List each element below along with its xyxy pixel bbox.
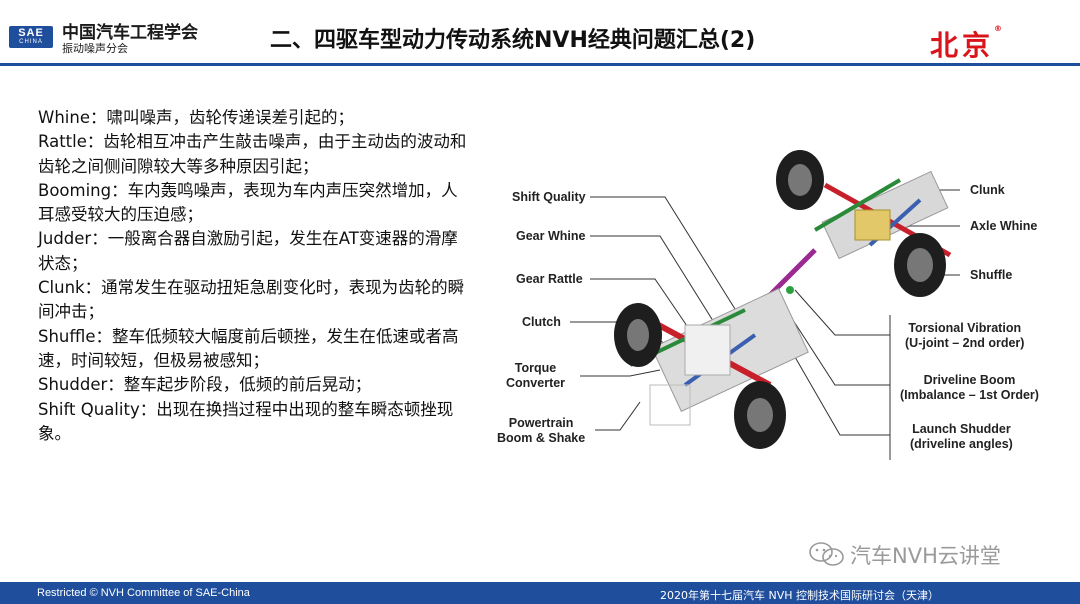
desc-whine: Whine：啸叫噪声，齿轮传递误差引起的； [38, 108, 354, 127]
drivetrain-nvh-diagram: Shift Quality Gear Whine Gear Rattle Clu… [480, 140, 1080, 480]
footer-conference: 2020年第十七届汽车 NVH 控制技术国际研讨会（天津） [660, 589, 940, 602]
header-divider [0, 63, 1080, 66]
wechat-icon [809, 542, 844, 566]
footer-copyright: Restricted © NVH Committee of SAE-China [37, 587, 250, 599]
label-shuffle: Shuffle [970, 268, 1013, 282]
desc-booming: Booming：车内轰鸣噪声，表现为车内声压突然增加，人耳感受较大的压迫感； [38, 180, 458, 225]
label-clutch: Clutch [522, 315, 561, 329]
label-torsional-vibration: Torsional Vibration (U-joint – 2nd order… [905, 321, 1025, 350]
desc-shudder: Shudder：整车起步阶段，低频的前后晃动； [38, 375, 372, 395]
drivetrain-illustration [570, 150, 960, 460]
label-gear-whine: Gear Whine [516, 229, 586, 243]
label-launch-shudder: Launch Shudder (driveline angles) [910, 422, 1013, 451]
watermark-text: 汽车NVH云讲堂 [850, 544, 1001, 568]
sae-china-logo: SAE CHINA [9, 26, 53, 48]
front-axle-assembly [614, 288, 809, 449]
desc-shift-quality: Shift Quality：出现在换挡过程中出现的整车瞬态顿挫现象。 [38, 399, 454, 443]
org-name: 中国汽车工程学会 [62, 23, 198, 43]
label-shift-quality: Shift Quality [512, 190, 586, 204]
slide-footer: Restricted © NVH Committee of SAE-China … [0, 582, 1080, 604]
org-subtitle: 振动噪声分会 [62, 42, 128, 55]
desc-shuffle: Shuffle：整车低频较大幅度前后顿挫，发生在低速或者高速，时间较短，但极易被… [38, 326, 459, 370]
label-clunk: Clunk [970, 183, 1005, 197]
label-powertrain-boom-shake: Powertrain Boom & Shake [497, 416, 586, 445]
desc-clunk: Clunk：通常发生在驱动扭矩急剧变化时，表现为齿轮的瞬间冲击； [38, 278, 465, 322]
brand-text: 北京 [930, 29, 995, 62]
slide-header: SAE CHINA 中国汽车工程学会 振动噪声分会 二、四驱车型动力传动系统NV… [0, 0, 1080, 66]
label-driveline-boom: Driveline Boom (Imbalance – 1st Order) [900, 373, 1039, 402]
desc-judder: Judder：一般离合器自激励引起，发生在AT变速器的滑摩状态； [38, 229, 458, 273]
label-axle-whine: Axle Whine [970, 219, 1038, 233]
beijing-brand-logo: 北京® [930, 24, 1002, 64]
rear-axle-assembly [776, 150, 952, 297]
label-torque-converter: Torque Converter [506, 361, 566, 390]
logo-subtext: CHINA [19, 39, 43, 45]
label-gear-rattle: Gear Rattle [516, 272, 583, 286]
logo-text: SAE [18, 27, 44, 39]
desc-rattle: Rattle：齿轮相互冲击产生敲击噪声，由于主动齿的波动和齿轮之间侧间隙较大等多… [38, 132, 467, 176]
nvh-issue-descriptions: Whine：啸叫噪声，齿轮传递误差引起的； Rattle：齿轮相互冲击产生敲击噪… [38, 106, 468, 446]
u-joint [786, 286, 794, 294]
left-leader-lines [570, 196, 746, 431]
registered-mark: ® [994, 24, 1003, 33]
slide-title: 二、四驱车型动力传动系统NVH经典问题汇总(2) [270, 28, 756, 53]
